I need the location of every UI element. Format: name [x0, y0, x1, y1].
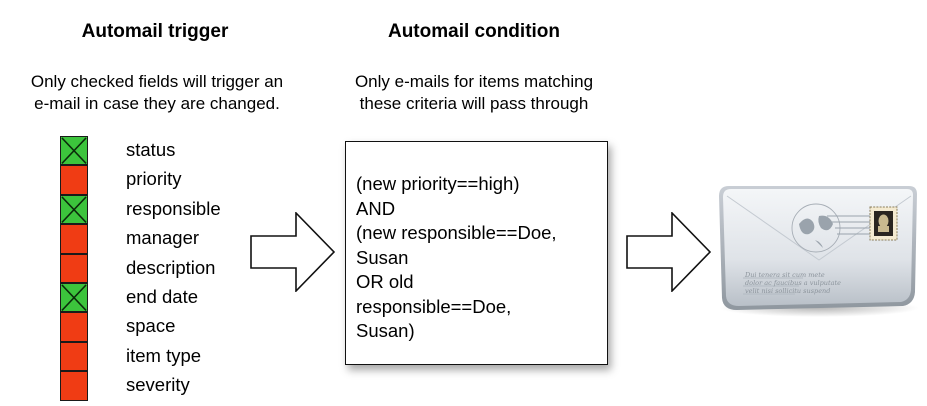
trigger-field-label: severity — [126, 374, 190, 396]
condition-description-line-1: Only e-mails for items matching — [354, 72, 594, 91]
trigger-description: Only checked fields will trigger an e-ma… — [2, 71, 312, 115]
trigger-field-label: priority — [126, 168, 182, 190]
unchecked-box-icon — [60, 165, 88, 195]
trigger-description-line-2: e-mail in case they are changed. — [34, 94, 280, 113]
svg-text:dolor ac faucibus a vulputate: dolor ac faucibus a vulputate — [745, 279, 841, 287]
condition-line: (new priority==high) — [356, 173, 520, 194]
envelope-icon: Dui tenera sit cum mete dolor ac faucibu… — [715, 180, 921, 325]
trigger-field-label: manager — [126, 227, 200, 249]
svg-text:velit nisi sollicitu suspend: velit nisi sollicitu suspend — [745, 287, 830, 295]
trigger-field-row: item type — [60, 341, 260, 372]
unchecked-box-icon — [60, 312, 88, 342]
trigger-field-label: status — [126, 139, 176, 160]
trigger-field-row: description — [60, 253, 260, 283]
checked-box-icon — [60, 282, 88, 313]
condition-description-line-2: these criteria will pass through — [359, 94, 589, 113]
unchecked-box-icon — [60, 371, 88, 401]
condition-expression: (new priority==high) AND (new responsible=… — [356, 172, 557, 344]
trigger-field-label: description — [126, 256, 216, 278]
trigger-field-row: space — [60, 312, 260, 342]
svg-text:Dui tenera sit cum mete: Dui tenera sit cum mete — [744, 271, 825, 279]
condition-description: Only e-mails for items matching these cr… — [322, 71, 626, 115]
trigger-field-label: space — [126, 315, 176, 337]
trigger-description-line-1: Only checked fields will trigger an — [30, 72, 284, 91]
trigger-field-row: manager — [60, 224, 260, 254]
condition-line: Susan) — [356, 320, 415, 341]
trigger-field-list: status priority responsible manager descript… — [60, 136, 260, 401]
condition-line: OR old — [356, 271, 414, 292]
trigger-field-row: responsible — [60, 194, 260, 225]
right-arrow-icon — [250, 211, 336, 297]
trigger-heading: Automail trigger — [81, 21, 229, 42]
right-arrow-icon — [626, 211, 712, 297]
checked-box-icon — [60, 194, 88, 225]
trigger-field-row: severity — [60, 371, 260, 401]
checked-box-icon — [60, 136, 88, 166]
trigger-field-label: responsible — [126, 197, 221, 219]
unchecked-box-icon — [60, 253, 88, 283]
trigger-field-row: end date — [60, 282, 260, 313]
condition-line: AND — [356, 197, 396, 219]
trigger-field-row: status — [60, 136, 260, 166]
trigger-field-label: end date — [126, 285, 199, 307]
condition-panel: (new priority==high) AND (new responsible=… — [345, 141, 608, 365]
trigger-field-row: priority — [60, 165, 260, 195]
unchecked-box-icon — [60, 224, 88, 254]
unchecked-box-icon — [60, 341, 88, 372]
trigger-field-label: item type — [126, 344, 202, 366]
condition-line: (new responsible==Doe, — [356, 222, 557, 243]
condition-line: Susan — [356, 246, 409, 268]
condition-heading: Automail condition — [387, 21, 561, 42]
condition-line: responsible==Doe, — [356, 295, 512, 317]
